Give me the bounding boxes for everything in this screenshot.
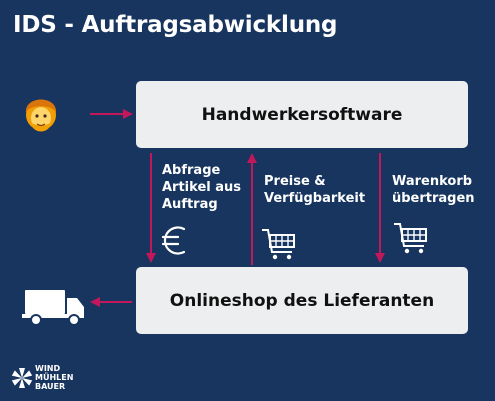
query-label-line-3: Auftrag bbox=[162, 197, 218, 212]
page-title: IDS - Auftragsabwicklung bbox=[13, 12, 338, 38]
prices-label: Preise & Verfügbarkeit bbox=[264, 173, 365, 207]
prices-label-line-1: Preise & bbox=[264, 174, 326, 189]
logo-line-1: WIND bbox=[35, 364, 61, 373]
euro-icon bbox=[161, 226, 186, 255]
cart-label-line-2: übertragen bbox=[392, 191, 475, 206]
shop-label: Onlineshop des Lieferanten bbox=[169, 290, 435, 311]
cart-label: Warenkorb übertragen bbox=[392, 173, 475, 207]
shopping-cart-icon bbox=[262, 229, 295, 260]
logo-line-2: MÜHLEN bbox=[35, 373, 74, 382]
query-label-line-2: Artikel aus bbox=[162, 180, 242, 195]
software-label: Handwerkersoftware bbox=[201, 104, 403, 125]
shop-box: Onlineshop des Lieferanten bbox=[136, 267, 468, 334]
windmill-logo-icon bbox=[11, 368, 33, 388]
shopping-cart-icon bbox=[394, 223, 427, 254]
cart-label-line-1: Warenkorb bbox=[392, 174, 473, 189]
person-icon bbox=[25, 99, 57, 132]
query-label: Abfrage Artikel aus Auftrag bbox=[162, 162, 241, 213]
prices-label-line-2: Verfügbarkeit bbox=[264, 191, 366, 206]
query-label-line-1: Abfrage bbox=[162, 163, 221, 178]
delivery-truck-icon bbox=[22, 290, 84, 326]
software-box: Handwerkersoftware bbox=[136, 81, 468, 148]
brand-logo-text: WIND MÜHLEN BAUER bbox=[35, 364, 73, 391]
logo-line-3: BAUER bbox=[35, 382, 66, 391]
